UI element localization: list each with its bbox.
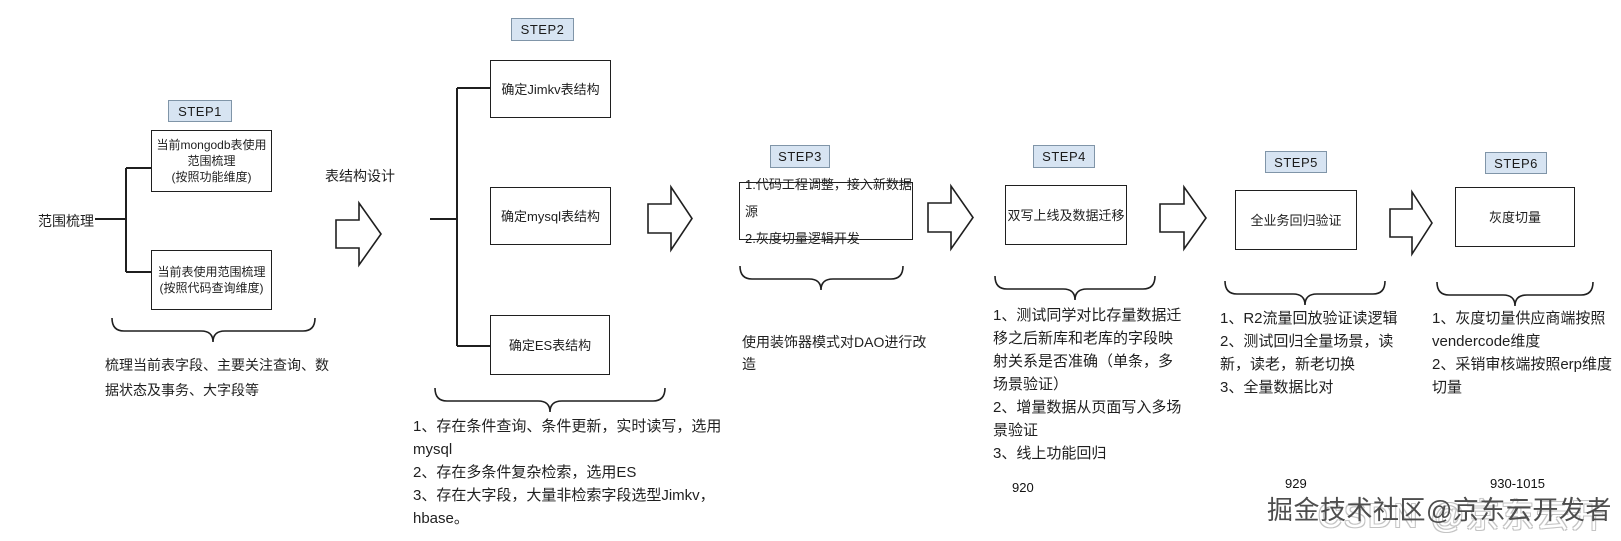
step5-note: 1、R2流量回放验证读逻辑 2、测试回归全量场景，读 新，读老，新老切换 3、全… xyxy=(1220,310,1398,396)
step6-brace xyxy=(1436,281,1594,307)
node-full-regression: 全业务回归验证 xyxy=(1235,190,1357,250)
step6-date: 930-1015 xyxy=(1490,476,1545,491)
step1-brace xyxy=(111,317,316,343)
step3-note: 使用装饰器模式对DAO进行改 造 xyxy=(742,334,927,372)
node-jimkv-schema: 确定Jimkv表结构 xyxy=(490,60,611,118)
flow-arrow-3 xyxy=(927,183,974,252)
watermark-ghost: CSDN @京东云开发者 xyxy=(1318,497,1607,534)
node-table-scope: 当前表使用范围梳理 (按照代码查询维度) xyxy=(151,250,272,310)
step4-badge: STEP4 xyxy=(1033,145,1095,168)
flow-arrow-1 xyxy=(335,200,382,268)
step1-badge: STEP1 xyxy=(168,100,232,122)
step6-note: 1、灰度切量供应商端按照 vendercode维度 2、采销审核端按照erp维度… xyxy=(1432,310,1613,396)
step2-badge: STEP2 xyxy=(511,18,574,41)
node-code-adjust: 1.代码工程调整，接入新数据源 2.灰度切量逻辑开发 xyxy=(739,177,913,246)
flow-arrow-5 xyxy=(1389,189,1433,257)
step4-date: 920 xyxy=(1012,480,1034,495)
step2-brace xyxy=(434,387,666,413)
node-gray-switch: 灰度切量 xyxy=(1455,187,1575,247)
flow-arrow-2 xyxy=(647,184,693,253)
step4-note: 1、测试同学对比存量数据迁 移之后新库和老库的字段映 射关系是否准确（单条，多 … xyxy=(993,307,1182,462)
node-double-write: 双写上线及数据迁移 xyxy=(1005,185,1127,245)
node-mysql-schema: 确定mysql表结构 xyxy=(490,187,611,245)
watermark-primary: 掘金技术社区@京东云开发者 xyxy=(1267,495,1612,525)
step3-brace xyxy=(739,265,904,291)
flow-arrow-4 xyxy=(1159,184,1207,252)
step3-badge: STEP3 xyxy=(770,145,830,168)
table-design-label: 表结构设计 xyxy=(325,168,395,184)
step5-brace xyxy=(1224,280,1386,306)
step5-date: 929 xyxy=(1285,476,1307,491)
root-label: 范围梳理 xyxy=(38,213,94,229)
step6-badge: STEP6 xyxy=(1485,152,1547,174)
step4-brace xyxy=(994,275,1156,301)
node-es-schema: 确定ES表结构 xyxy=(490,315,610,375)
step5-badge: STEP5 xyxy=(1265,151,1327,173)
step2-tree-connector xyxy=(430,87,490,347)
node-mongodb-scope: 当前mongodb表使用 范围梳理 (按照功能维度) xyxy=(151,130,272,192)
step2-note: 1、存在条件查询、条件更新，实时读写，选用mysql 2、存在多条件复杂检索，选… xyxy=(413,418,722,527)
step1-note: 梳理当前表字段、主要关注查询、数 据状态及事务、大字段等 xyxy=(105,357,329,398)
step1-tree-connector xyxy=(95,167,151,273)
